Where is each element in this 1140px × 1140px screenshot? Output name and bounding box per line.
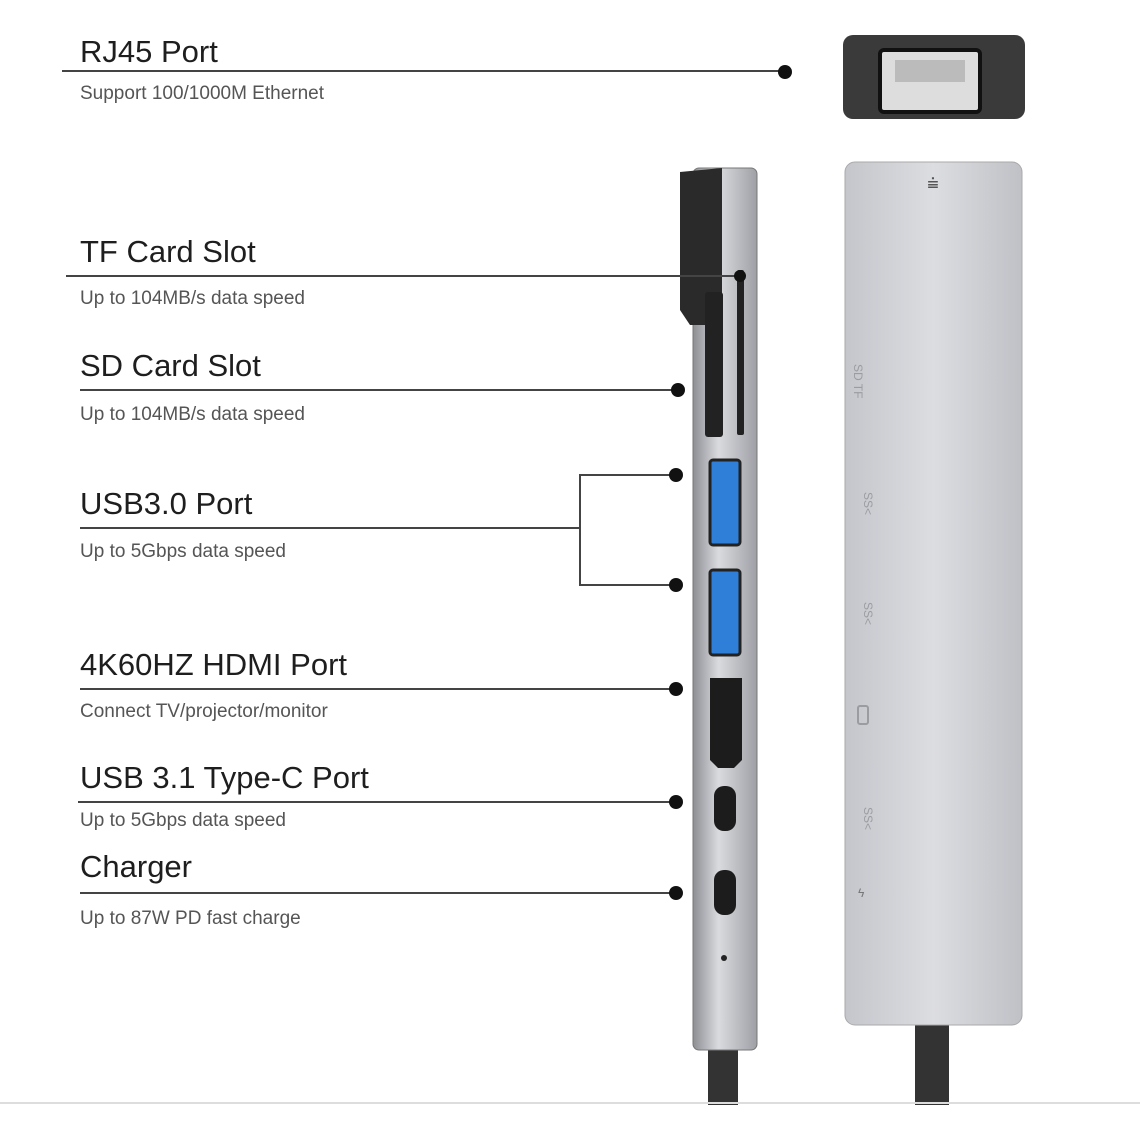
callout-subtitle-tf: Up to 104MB/s data speed xyxy=(80,288,305,309)
callout-subtitle-sd: Up to 104MB/s data speed xyxy=(80,404,305,425)
sd-slot xyxy=(705,292,723,437)
charger-port xyxy=(714,870,736,915)
hdmi-icon xyxy=(857,705,869,725)
callout-title-rj45: RJ45 Port xyxy=(80,34,218,69)
callout-subtitle-rj45: Support 100/1000M Ethernet xyxy=(80,83,325,104)
callout-subtitle-charger: Up to 87W PD fast charge xyxy=(80,908,301,929)
callout-title-typec: USB 3.1 Type-C Port xyxy=(80,760,369,795)
callout-subtitle-hdmi: Connect TV/projector/monitor xyxy=(80,701,328,722)
tf-slot xyxy=(737,270,744,435)
dot-hdmi xyxy=(669,682,683,696)
usb-a-port-2 xyxy=(708,568,742,657)
rj45-pins xyxy=(895,60,965,82)
port-glyphs: SD TF SS< SS< SS< ϟ xyxy=(851,364,875,900)
sd-tf-icon: SD TF xyxy=(851,364,865,398)
dot-usb2 xyxy=(669,578,683,592)
callout-dots xyxy=(669,65,792,900)
cable-right xyxy=(915,1020,949,1105)
power-icon: ϟ xyxy=(858,886,865,900)
usb-c-icon: SS< xyxy=(861,807,875,830)
cable-left xyxy=(708,1040,738,1105)
usb-icon: SS< xyxy=(861,602,875,625)
ethernet-icon: ⩧ xyxy=(927,173,939,195)
callout-title-charger: Charger xyxy=(80,849,192,884)
leader-lines xyxy=(62,70,785,894)
callout-title-sd: SD Card Slot xyxy=(80,348,261,383)
hdmi-port xyxy=(710,678,742,768)
callout-subtitle-typec: Up to 5Gbps data speed xyxy=(80,810,286,831)
dot-rj45 xyxy=(778,65,792,79)
dot-typec xyxy=(669,795,683,809)
callout-title-hdmi: 4K60HZ HDMI Port xyxy=(80,647,348,682)
dot-charger xyxy=(669,886,683,900)
dot-usb1 xyxy=(669,468,683,482)
usb-icon: SS< xyxy=(861,492,875,515)
dot-sd xyxy=(671,383,685,397)
usb-c-port xyxy=(714,786,736,831)
hub-top-body xyxy=(844,161,1023,1026)
usb-a-port-1 xyxy=(708,458,742,547)
led-indicator xyxy=(721,955,727,961)
dot-tf xyxy=(734,270,746,282)
callout-subtitle-usb3: Up to 5Gbps data speed xyxy=(80,541,286,562)
callout-title-usb3: USB3.0 Port xyxy=(80,486,253,521)
rj45-housing-side xyxy=(680,168,722,325)
callout-title-tf: TF Card Slot xyxy=(80,234,256,269)
